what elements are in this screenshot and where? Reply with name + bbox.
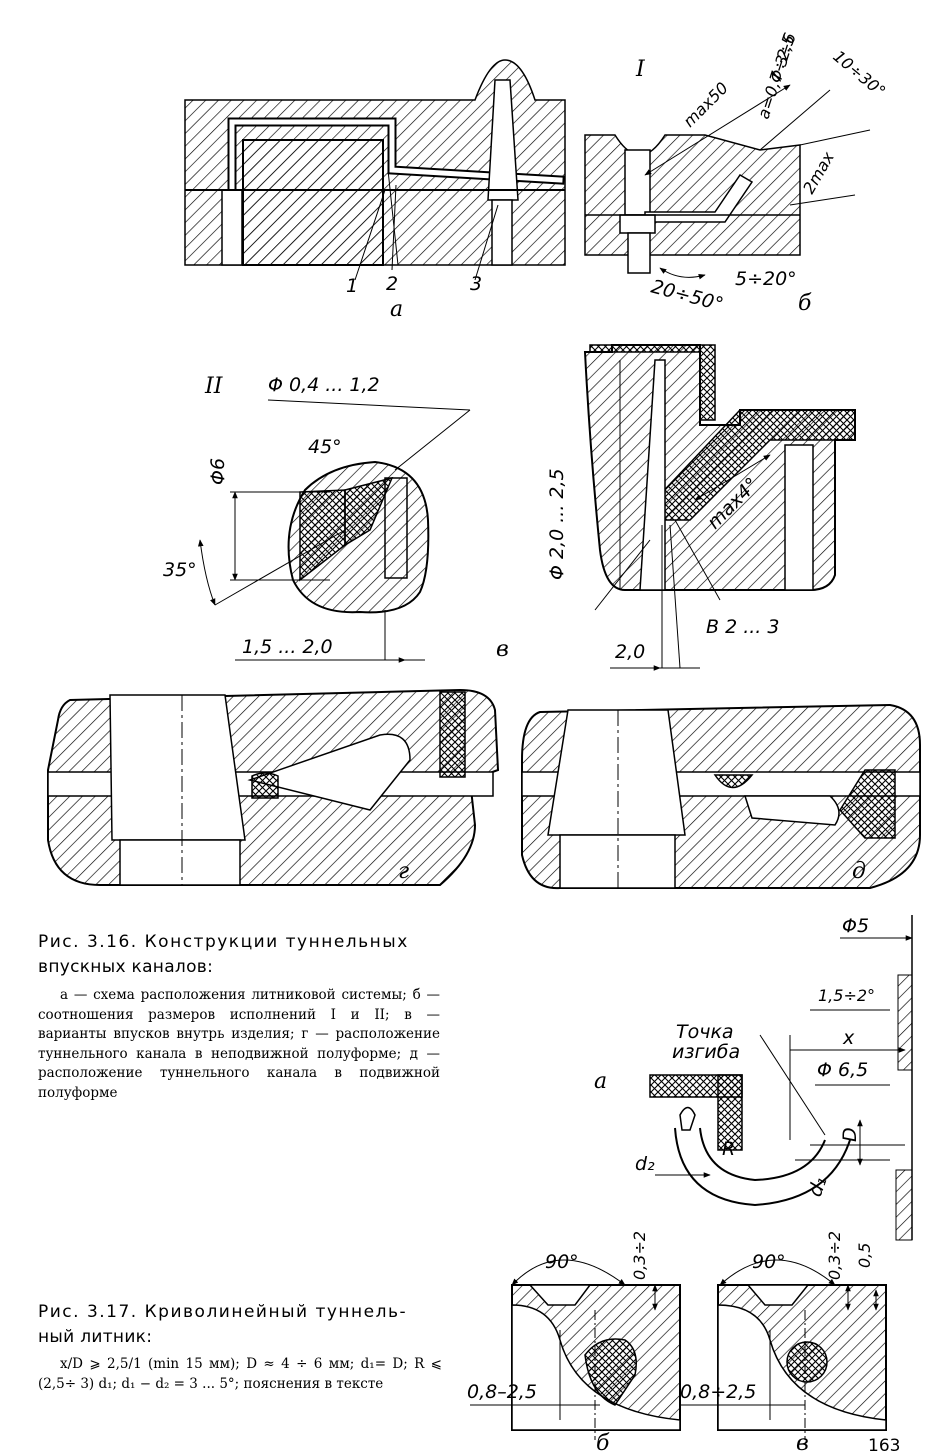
fig317-caption-title: Рис. 3.17. Криволинейный туннель- ный ли… xyxy=(38,1300,442,1350)
fig316-view-d: д xyxy=(521,703,921,890)
dim-5-20-deg: 5÷20° xyxy=(735,268,797,290)
dim-a-07-25: a=0,7÷2,5 xyxy=(754,32,799,121)
dim-90-deg-b: 90° xyxy=(545,1251,579,1273)
dim-35-deg: 35° xyxy=(163,559,197,581)
dim-phi-04-12: Φ 0,4 ... 1,2 xyxy=(268,374,380,396)
fig317-view-b: 90° 0,3÷2 0,8–2,5 б xyxy=(467,1231,681,1453)
dim-03-2-v: 0,3÷2 xyxy=(825,1231,844,1280)
fig316-view-g: г xyxy=(47,688,500,886)
execution-label-I: I xyxy=(635,57,646,82)
dim-08-25-b: 0,8–2,5 xyxy=(467,1381,537,1403)
part-label-3: 3 xyxy=(470,273,482,295)
part-label-1: 1 xyxy=(346,275,358,297)
fig316-view-v-right: Φ 2,0 ... 2,5 max4° B 2 ... 3 2,0 xyxy=(546,344,856,671)
fig317-view-v: 90° 0,3÷2 0,5 0,8÷2,5 в xyxy=(680,1231,887,1453)
fig316-view-a: 1 2 3 а xyxy=(184,59,566,322)
dim-phi6: Φ6 xyxy=(207,458,229,485)
dim-10-30-deg: 10÷30° xyxy=(829,47,889,101)
fig316-caption-text: а — схема расположения литниковой систем… xyxy=(38,987,440,1101)
label-x: x xyxy=(842,1027,855,1049)
fig317-caption-title-line2: ный литник: xyxy=(38,1327,153,1347)
label-d2: d₂ xyxy=(635,1153,655,1175)
label-D: D xyxy=(839,1127,861,1142)
fig317-view-a: а Точка изгиба Φ5 1,5÷2° x Φ 6,5 D R d₂ … xyxy=(594,915,913,1241)
dim-15-20: 1,5 ... 2,0 xyxy=(242,636,333,658)
view-label-g: г xyxy=(398,859,409,884)
dim-2max: 2max xyxy=(799,148,838,197)
dim-phi-20-25: Φ 2,0 ... 2,5 xyxy=(546,468,568,580)
dim-90-deg-v: 90° xyxy=(752,1251,786,1273)
dim-45-deg: 45° xyxy=(308,436,342,458)
label-tochka: Точка xyxy=(676,1021,734,1043)
dim-max50: max50 xyxy=(679,78,731,130)
part-label-2: 2 xyxy=(386,273,398,295)
dim-03-2-b: 0,3÷2 xyxy=(630,1231,649,1280)
fig316-view-b: I Φ 3÷6 a=0,7÷2,5 10÷30° max50 2max 5÷20… xyxy=(584,30,889,316)
dim-15-2-deg: 1,5÷2° xyxy=(818,986,875,1005)
view-label-v: в xyxy=(496,637,509,662)
fig317-view-label-b: б xyxy=(596,1431,610,1453)
dim-phi5: Φ5 xyxy=(842,915,869,937)
dim-phi65: Φ 6,5 xyxy=(817,1059,868,1081)
dim-05: 0,5 xyxy=(855,1243,874,1268)
fig316-caption-body: а — схема расположения литниковой систем… xyxy=(38,986,440,1103)
fig317-view-label-v: в xyxy=(796,1431,809,1453)
fig316-caption-title: Рис. 3.16. Конструкции туннельных впускн… xyxy=(38,930,448,980)
fig317-caption-body: x/D ⩾ 2,5/1 (min 15 мм); D ≈ 4 ÷ 6 мм; d… xyxy=(38,1355,442,1394)
page-number: 163 xyxy=(868,1436,901,1453)
dim-b-2-3: B 2 ... 3 xyxy=(706,616,779,638)
fig316-view-v-left: II Φ 0,4 ... 1,2 Φ6 45° 35° 1,5 ... 2,0 … xyxy=(163,374,509,663)
dim-20-50-deg: 20÷50° xyxy=(649,276,726,316)
fig317-caption-text: x/D ⩾ 2,5/1 (min 15 мм); D ≈ 4 ÷ 6 мм; d… xyxy=(38,1356,442,1392)
dim-20: 2,0 xyxy=(615,641,645,663)
fig316-caption-title-line1: Рис. 3.16. Конструкции туннельных xyxy=(38,932,409,952)
view-label-a: а xyxy=(390,297,403,322)
view-label-b: б xyxy=(798,291,812,316)
fig317-caption-title-line1: Рис. 3.17. Криволинейный туннель- xyxy=(38,1302,408,1322)
fig316-caption-title-line2: впускных каналов: xyxy=(38,957,214,977)
label-R: R xyxy=(722,1138,735,1160)
fig317-view-label-a: а xyxy=(594,1069,607,1094)
label-izgiba: изгиба xyxy=(672,1041,740,1063)
view-label-d: д xyxy=(852,859,866,884)
execution-label-II: II xyxy=(204,374,224,399)
dim-08-25-v: 0,8÷2,5 xyxy=(680,1381,756,1403)
